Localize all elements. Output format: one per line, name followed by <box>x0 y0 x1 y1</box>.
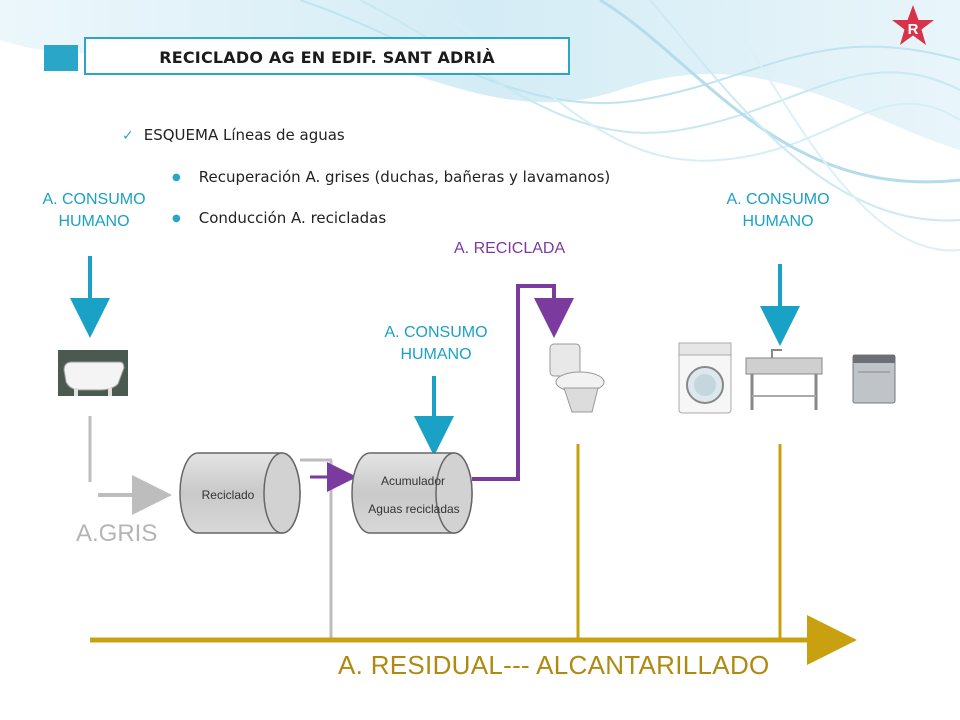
bullet-text: Conducción A. recicladas <box>198 209 387 227</box>
tank-reciclado-label: Reciclado <box>201 488 255 502</box>
label-residual: A. RESIDUAL--- ALCANTARILLADO <box>338 650 770 680</box>
label-consumo-left: A. CONSUMO HUMANO <box>42 191 146 230</box>
toilet-icon <box>549 343 605 413</box>
bathtub-icon <box>58 350 128 396</box>
svg-text:R: R <box>908 21 919 38</box>
acumulador-tank <box>351 452 473 534</box>
label-gris: A.GRIS <box>76 520 158 547</box>
bullet-icon: ● <box>172 213 181 224</box>
label-reciclada: A. RECICLADA <box>454 240 566 257</box>
bullet-item-1: ● Recuperación A. grises (duchas, bañeras… <box>172 168 610 186</box>
label-consumo-right: A. CONSUMO HUMANO <box>726 191 830 230</box>
label-consumo-middle: A. CONSUMO HUMANO <box>384 324 488 363</box>
line-reciclada <box>472 284 574 481</box>
page-title: RECICLADO AG EN EDIF. SANT ADRIÀ <box>159 48 495 67</box>
dishwasher-icon <box>852 354 896 404</box>
star-logo-icon: R <box>892 5 934 45</box>
tank-acumulador-sublabel: Aguas recicladas <box>368 502 460 516</box>
bullet-item-2: ● Conducción A. recicladas <box>172 209 386 227</box>
tank-acumulador-label: Acumulador <box>380 474 446 488</box>
sink-icon <box>745 349 823 410</box>
title-accent-block <box>44 45 78 71</box>
bullet-text: Recuperación A. grises (duchas, bañeras … <box>198 168 611 186</box>
checklist-text: ESQUEMA Líneas de aguas <box>143 126 345 144</box>
reciclado-tank <box>179 452 301 534</box>
check-icon: ✓ <box>122 128 134 144</box>
bullet-icon: ● <box>172 172 181 183</box>
title-box: RECICLADO AG EN EDIF. SANT ADRIÀ <box>84 37 570 75</box>
washing-machine-icon <box>678 342 732 414</box>
checklist-item: ✓ ESQUEMA Líneas de aguas <box>122 126 345 144</box>
